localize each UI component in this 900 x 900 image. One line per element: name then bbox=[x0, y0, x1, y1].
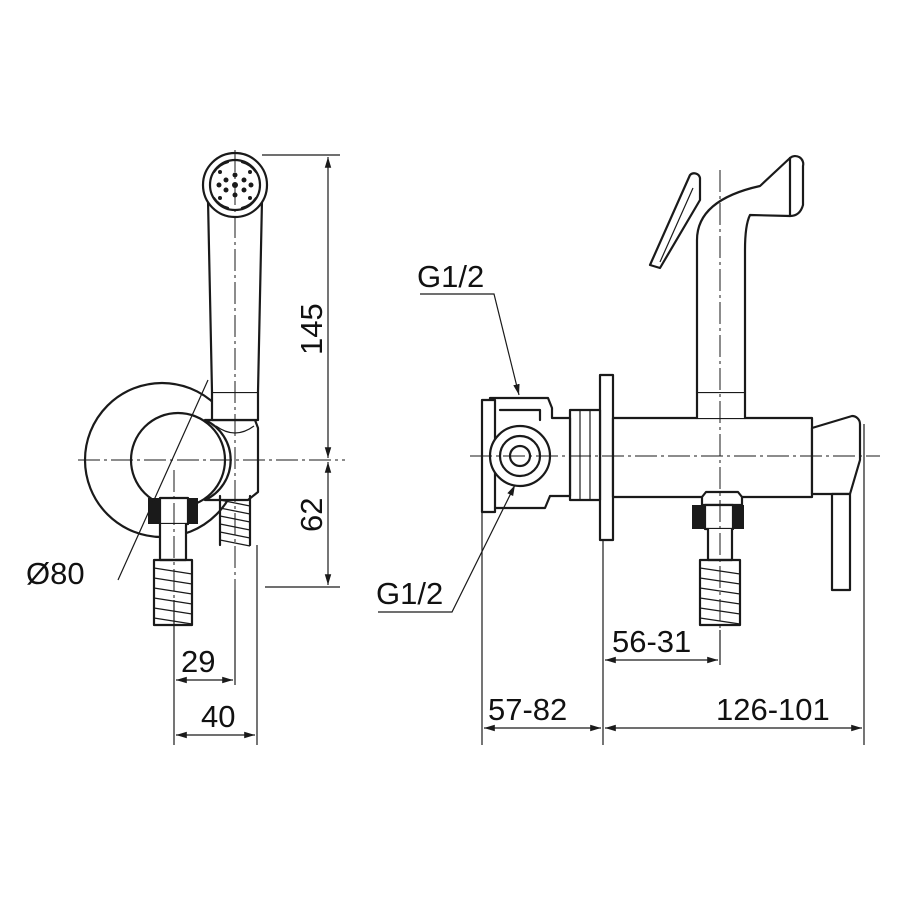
diameter-label: Ø80 bbox=[26, 556, 85, 591]
thread-label-bottom: G1/2 bbox=[376, 576, 443, 611]
dim-label-126-101: 126-101 bbox=[716, 692, 830, 727]
thread-label-top: G1/2 bbox=[417, 259, 484, 294]
dim-label-62: 62 bbox=[294, 498, 329, 532]
valve-body bbox=[611, 416, 814, 499]
side-view: G1/2 G1/2 56-31 57-82 126-101 bbox=[376, 155, 880, 745]
lever-handle bbox=[810, 414, 862, 496]
valve-nut bbox=[568, 408, 602, 502]
leader-diameter bbox=[117, 379, 209, 581]
spray-nozzles-icon bbox=[212, 160, 258, 210]
hose-outlet bbox=[692, 490, 744, 627]
dim-label-57-82: 57-82 bbox=[488, 692, 567, 727]
front-view: Ø80 145 62 29 40 bbox=[26, 150, 345, 745]
dim-label-29: 29 bbox=[181, 644, 215, 679]
dim-label-56-31: 56-31 bbox=[612, 624, 691, 659]
wall-flange bbox=[598, 373, 615, 542]
dim-label-40: 40 bbox=[201, 699, 235, 734]
trigger-lever bbox=[648, 172, 702, 270]
hose-connector bbox=[148, 496, 198, 627]
handshower-side bbox=[648, 155, 805, 420]
dim-label-145: 145 bbox=[294, 303, 329, 355]
